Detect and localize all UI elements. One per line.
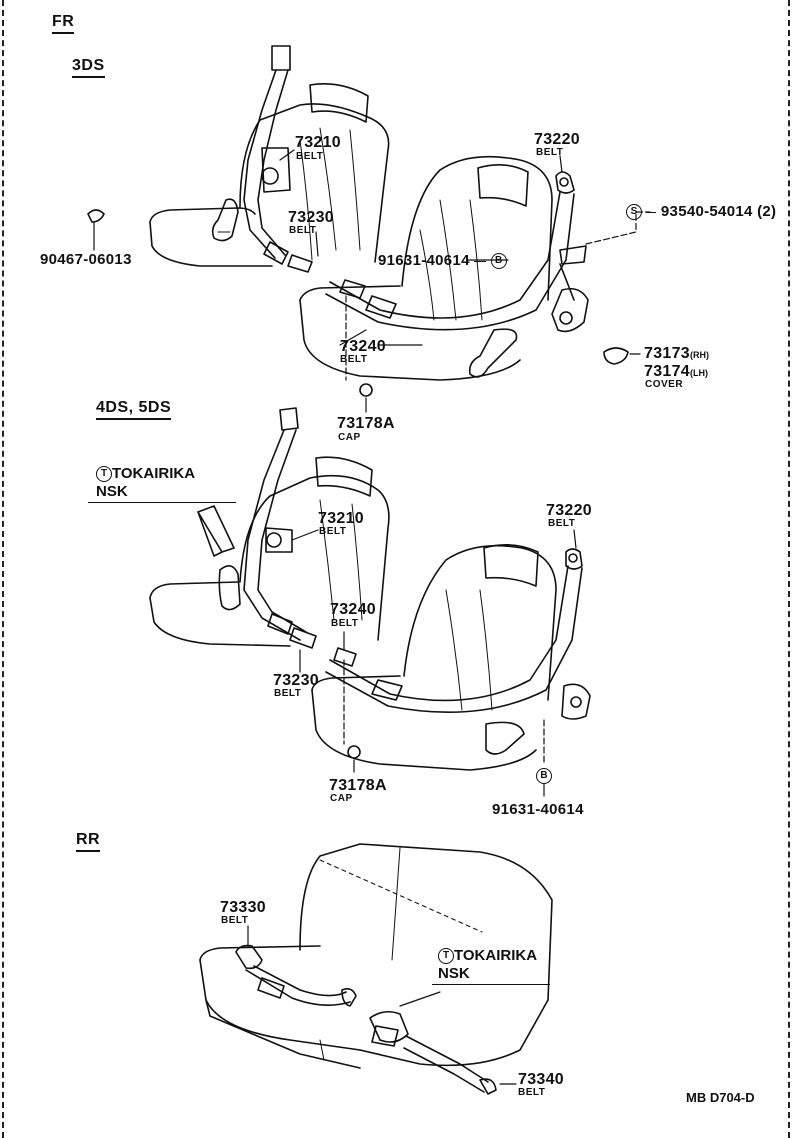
- fr-45ds-right-seat: [311, 544, 557, 771]
- part-73174-desc: COVER: [645, 379, 684, 390]
- fr-45ds-leaders: [291, 529, 577, 797]
- part-73173-number: 73173: [644, 345, 690, 362]
- part-91631-top-label: 91631-40614 B: [378, 253, 507, 269]
- part-93540-qty: (2): [757, 203, 777, 221]
- part-73178a-number: 73178A: [337, 415, 395, 432]
- fr-45ds-left-seat: [149, 456, 390, 647]
- manufacturer-mid-line2: NSK: [96, 483, 128, 500]
- fr-45ds-left-belt: [197, 407, 317, 649]
- part-73178a-desc: CAP: [338, 432, 361, 443]
- part-73178a-mid-number: 73178A: [329, 777, 387, 794]
- drawing-code: MB D704-D: [686, 1090, 755, 1105]
- part-90467-number: 90467-06013: [40, 251, 132, 268]
- b-symbol-mid-icon: B: [536, 768, 552, 784]
- fr-3ds-cap: [359, 383, 373, 397]
- manufacturer-rr-underline: [432, 984, 550, 985]
- part-73174-number: 73174: [644, 363, 690, 380]
- fr-3ds-left-belt: [211, 45, 313, 273]
- part-73240-number: 73240: [340, 338, 386, 355]
- t-symbol-icon: T: [96, 466, 112, 482]
- fr-3ds-right-seat: [299, 155, 553, 381]
- fr-3ds-clip: [87, 209, 105, 223]
- part-73230-mid-number: 73230: [273, 672, 319, 689]
- left-margin-dashes: [2, 0, 4, 1138]
- part-73210-number: 73210: [295, 134, 341, 151]
- part-73230-number: 73230: [288, 209, 334, 226]
- right-margin-dashes: [788, 0, 790, 1138]
- part-73330-desc: BELT: [221, 915, 249, 926]
- part-73220-number: 73220: [534, 131, 580, 148]
- part-73220-desc: BELT: [536, 147, 564, 158]
- section-4ds-5ds: 4DS, 5DS: [96, 400, 172, 420]
- manufacturer-mid-underline: [88, 502, 236, 503]
- section-fr: FR: [52, 14, 75, 34]
- part-91631-number: 91631-40614: [378, 252, 470, 270]
- part-93540-label: S 93540-54014 (2): [626, 204, 776, 220]
- rr-belts: [235, 944, 497, 1095]
- part-73230-desc: BELT: [289, 225, 317, 236]
- part-73240-desc: BELT: [340, 354, 368, 365]
- fr-45ds-right-belt: [325, 548, 591, 755]
- part-93540-number: 93540-54014: [660, 203, 753, 221]
- part-73240-mid-desc: BELT: [331, 618, 359, 629]
- part-73178a-mid-desc: CAP: [330, 793, 353, 804]
- rr-bench-seat: [199, 843, 553, 1069]
- fr-3ds-left-seat: [149, 83, 390, 267]
- part-73210-mid-desc: BELT: [319, 526, 347, 537]
- section-rr: RR: [76, 832, 101, 852]
- b-symbol-mid: B: [536, 768, 552, 784]
- manufacturer-rr-line2: NSK: [438, 965, 470, 982]
- part-73210-desc: BELT: [296, 151, 324, 162]
- section-3ds: 3DS: [72, 58, 105, 78]
- t-symbol-rr-icon: T: [438, 948, 454, 964]
- part-73340-number: 73340: [518, 1071, 564, 1088]
- part-73173-side: (RH): [690, 350, 709, 360]
- part-73240-mid-number: 73240: [330, 601, 376, 618]
- part-73220-mid-desc: BELT: [548, 518, 576, 529]
- manufacturer-rr-name: TOKAIRIKA: [454, 947, 538, 965]
- part-73210-mid-number: 73210: [318, 510, 364, 527]
- part-73330-number: 73330: [220, 899, 266, 916]
- fr-45ds-cap: [347, 745, 361, 759]
- part-73340-desc: BELT: [518, 1087, 546, 1098]
- part-73173-label: 73173(RH): [644, 346, 709, 362]
- part-73220-mid-number: 73220: [546, 502, 592, 519]
- fr-3ds-right-belt: [325, 171, 629, 378]
- part-73174-label: 73174(LH): [644, 364, 708, 380]
- part-73174-side: (LH): [690, 368, 708, 378]
- part-91631-mid-number: 91631-40614: [492, 801, 584, 818]
- manufacturer-mid-name: TOKAIRIKA: [112, 465, 196, 483]
- part-73230-mid-desc: BELT: [274, 688, 302, 699]
- s-symbol-icon: S: [626, 204, 642, 220]
- b-symbol-icon: B: [490, 253, 507, 269]
- rr-leaders: [247, 925, 517, 1085]
